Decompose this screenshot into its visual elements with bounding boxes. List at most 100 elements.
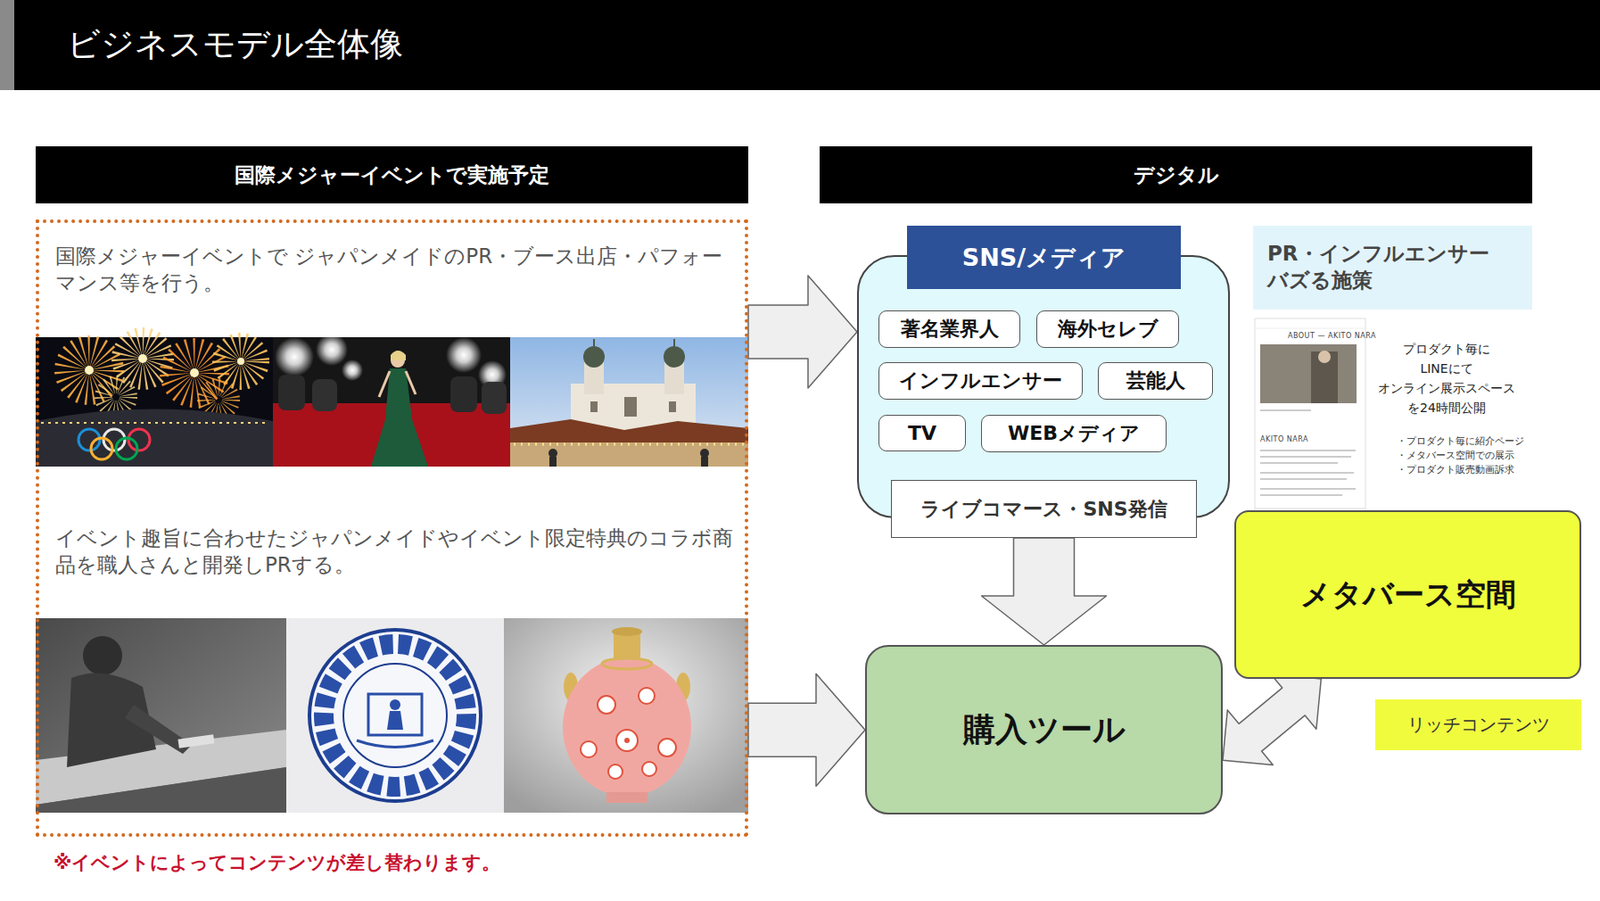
purchase-box: 購入ツール (865, 644, 1223, 815)
website-screenshot-part (1260, 461, 1338, 464)
media-group: SNS/メディア著名業界人海外セレブインフルエンサー芸能人TVWEBメディアライ… (857, 255, 1230, 519)
title-bar: ビジネスモデル全体像 (0, 0, 1600, 91)
pink-vase-photo-part (562, 657, 692, 797)
stadium-fireworks-photo-part (90, 437, 113, 460)
media-pill: 芸能人 (1097, 362, 1213, 400)
block-arrow (748, 275, 858, 388)
website-screenshot-part (1260, 471, 1354, 474)
stadium-fireworks-photo-part (84, 365, 94, 375)
pink-vase-photo-part (638, 687, 655, 704)
christmas-market-photo-part (624, 396, 637, 417)
website-screenshot-part (1254, 328, 1366, 330)
craftsman-photo (35, 618, 287, 813)
section-header: 国際メジャーイベントで実施予定 (35, 146, 749, 204)
red-carpet-photo-part (315, 333, 348, 366)
stadium-fireworks-photo-part (69, 350, 109, 390)
screenshot-bullet: ・プロダクト毎に紹介ページ (1396, 434, 1525, 448)
red-carpet-photo-part (341, 359, 363, 381)
stadium-fireworks-photo-part (124, 340, 161, 377)
stadium-fireworks-photo-part (138, 354, 148, 363)
block-arrow (748, 673, 866, 786)
christmas-market-photo-part (513, 443, 746, 446)
christmas-market-photo-part (668, 401, 677, 413)
website-screenshot-part (1260, 478, 1347, 480)
christmas-market-photo-part (549, 456, 557, 467)
box-label: ライブコマース・SNS発信 (920, 495, 1167, 523)
group-heading: SNS/メディア (907, 225, 1181, 289)
red-carpet-photo-part (278, 374, 306, 411)
block-arrow (981, 537, 1107, 645)
blue-white-plate-photo-part (309, 629, 481, 801)
event-panel: 国際メジャーイベントで ジャパンメイドのPR・ブース出店・パフォーマンス等を行う… (35, 219, 749, 837)
stadium-fireworks-photo-part (224, 345, 257, 378)
media-pill: 著名業界人 (878, 310, 1021, 348)
screenshot-text: プロダクト毎に LINEにて オンライン展示スペース を24時間公開 (1376, 338, 1518, 418)
screenshot-caption: AKITO NARA (1260, 435, 1309, 444)
stadium-fireworks-photo-part (206, 387, 231, 413)
red-carpet-photo-part (445, 337, 482, 373)
media-pill: 海外セレブ (1036, 310, 1180, 348)
metaverse-box: メタバース空間 (1234, 510, 1582, 679)
screenshot-caption: ABOUT — AKITO NARA (1287, 331, 1377, 340)
christmas-market-photo (510, 337, 749, 467)
footnote: ※イベントによってコンテンツが差し替わります。 (53, 849, 501, 875)
screenshot-bullet: ・プロダクト販売動画訴求 (1396, 462, 1515, 477)
box-label: 購入ツール (963, 708, 1126, 752)
christmas-market-photo-part (590, 401, 598, 413)
red-carpet-photo-part (405, 371, 416, 395)
pink-vase-photo-part (608, 764, 623, 779)
media-pill: WEBメディア (981, 414, 1167, 453)
website-screenshot-part (1260, 344, 1357, 404)
stadium-fireworks-photo-part (35, 409, 273, 468)
red-carpet-photo (272, 333, 511, 467)
christmas-market-photo-part (583, 346, 605, 368)
craftsman-photo-part (35, 767, 287, 813)
red-carpet-photo-part (390, 350, 406, 361)
pink-vase-photo-part (611, 626, 643, 636)
christmas-market-photo-part (701, 456, 709, 467)
christmas-market-photo-part (663, 346, 685, 368)
panel-text: 国際メジャーイベントで ジャパンメイドのPR・ブース出店・パフォーマンス等を行う… (55, 242, 734, 297)
box-label: リッチコンテンツ (1407, 712, 1551, 737)
christmas-market-photo-part (593, 338, 595, 347)
stadium-fireworks-photo (35, 337, 273, 467)
red-carpet-photo-part (272, 337, 511, 467)
stadium-fireworks-photo-part (35, 337, 273, 467)
pink-vase-photo-part (606, 791, 648, 803)
website-screenshot (1253, 316, 1533, 511)
live-commerce-box: ライブコマース・SNS発信 (890, 479, 1197, 538)
media-pill: TV (878, 414, 966, 452)
pink-vase-photo-part (503, 618, 749, 813)
red-carpet-photo-part (379, 371, 390, 397)
blue-white-plate-photo-part (323, 643, 467, 787)
craftsman-photo-part (82, 635, 123, 676)
pink-vase-photo-part (602, 658, 652, 669)
blue-white-plate-photo-part (387, 710, 404, 730)
christmas-market-photo-part (548, 448, 558, 458)
red-carpet-photo-part (312, 379, 338, 412)
box-label: TV (907, 421, 937, 445)
media-pill: インフルエンサー (878, 362, 1083, 400)
blue-white-plate-photo (286, 618, 504, 813)
stadium-fireworks-photo-part (115, 437, 138, 460)
panel-text: イベント趣旨に合わせたジャパンメイドやイベント限定特典のコラボ商品を職人さんと開… (55, 524, 734, 579)
red-carpet-photo-part (371, 368, 429, 467)
box-label: メタバース空間 (1300, 574, 1517, 616)
pink-vase-photo-part (580, 741, 597, 758)
stadium-fireworks-photo-part (237, 357, 245, 365)
pink-vase-photo-part (642, 761, 657, 776)
website-screenshot-part (1260, 487, 1356, 490)
christmas-market-photo-part (700, 448, 710, 458)
stadium-fireworks-photo-part (189, 368, 199, 378)
red-carpet-photo-part (274, 337, 314, 377)
website-screenshot-part (1254, 318, 1366, 509)
rich-content-box: リッチコンテンツ (1375, 699, 1582, 751)
christmas-market-photo-part (510, 419, 749, 443)
callout-text: PR・インフルエンサー バズる施策 (1267, 240, 1497, 295)
website-screenshot-part (1318, 350, 1331, 363)
christmas-market-photo-part (510, 337, 749, 467)
website-screenshot-part (1260, 449, 1356, 452)
section-header: デジタル (819, 146, 1533, 204)
